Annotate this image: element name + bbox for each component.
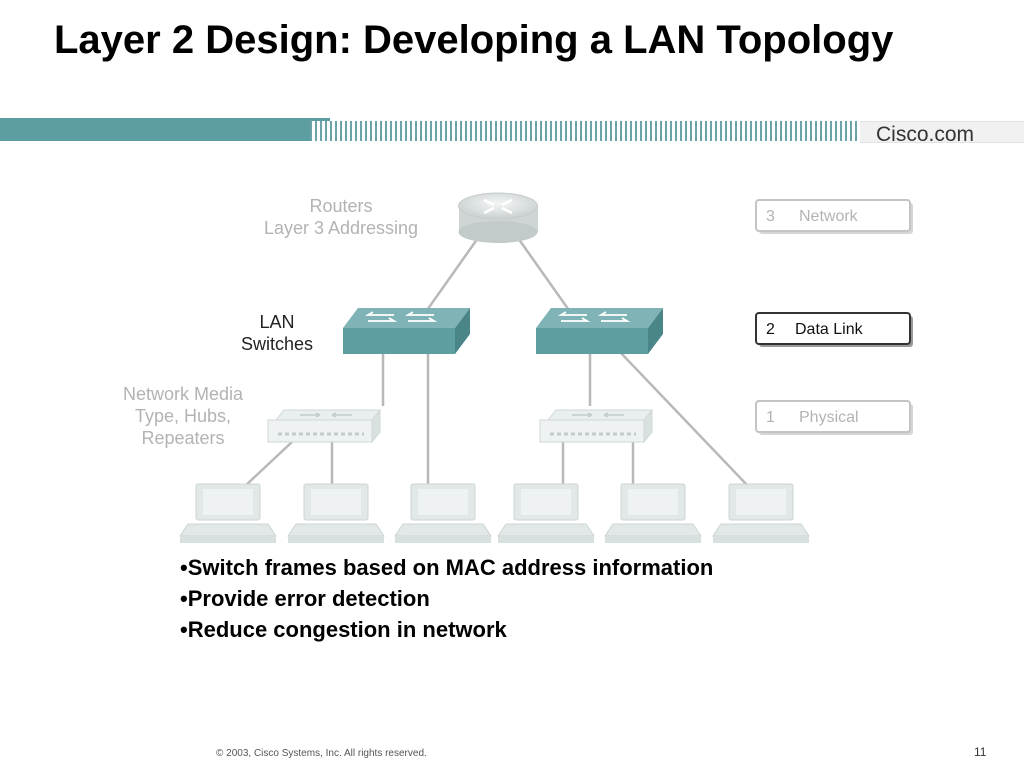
router-icon <box>458 192 538 243</box>
routers-label: Routers <box>309 196 372 216</box>
switches-label: Switches <box>241 334 313 354</box>
pc-3-icon <box>394 483 492 544</box>
slide-title: Layer 2 Design: Developing a LAN Topolog… <box>54 18 894 62</box>
header-brand-area <box>860 121 1024 143</box>
network-media-label: Network Media <box>123 384 244 404</box>
connection-lines <box>244 237 749 487</box>
pc-4-icon <box>497 483 595 544</box>
hub-left-to-pc1-link <box>244 441 293 487</box>
layer3-addressing-label: Layer 3 Addressing <box>264 218 418 238</box>
bullet-list: •Switch frames based on MAC address info… <box>180 552 713 645</box>
layer-2-name: Data Link <box>795 321 864 338</box>
osi-layer-network-box: 3 Network <box>755 199 913 234</box>
pc-1-icon <box>179 483 277 544</box>
osi-layer-data-link-box: 2 Data Link <box>755 312 913 347</box>
cisco-logo: Cisco.com <box>876 123 975 146</box>
layer-3-name: Network <box>799 208 859 225</box>
hub-right-icon <box>538 408 654 444</box>
layer-1-name: Physical <box>799 409 859 426</box>
lan-switch-left-icon <box>342 307 471 355</box>
media-type-hubs-label: Type, Hubs, <box>135 406 231 426</box>
layer-1-number: 1 <box>766 409 775 426</box>
osi-layer-physical-box: 1 Physical <box>755 400 913 435</box>
copyright-footer: © 2003, Cisco Systems, Inc. All rights r… <box>216 748 427 759</box>
page-number: 11 <box>974 745 987 759</box>
pc-5-icon <box>604 483 702 544</box>
header-bar <box>0 118 330 141</box>
layer-2-number: 2 <box>766 321 775 338</box>
pc-2-icon <box>287 483 385 544</box>
hub-left-icon <box>266 408 382 444</box>
layer-3-number: 3 <box>766 208 775 225</box>
repeaters-label: Repeaters <box>141 428 224 448</box>
lan-switch-right-icon <box>535 307 664 355</box>
bullet-item: •Switch frames based on MAC address info… <box>180 555 714 580</box>
bullet-item: •Provide error detection <box>180 586 430 611</box>
lan-label: LAN <box>259 312 294 332</box>
switch-right-to-pc6-link <box>619 351 749 487</box>
pc-6-icon <box>712 483 810 544</box>
header-stripes <box>310 121 870 141</box>
bullet-item: •Reduce congestion in network <box>180 617 507 642</box>
